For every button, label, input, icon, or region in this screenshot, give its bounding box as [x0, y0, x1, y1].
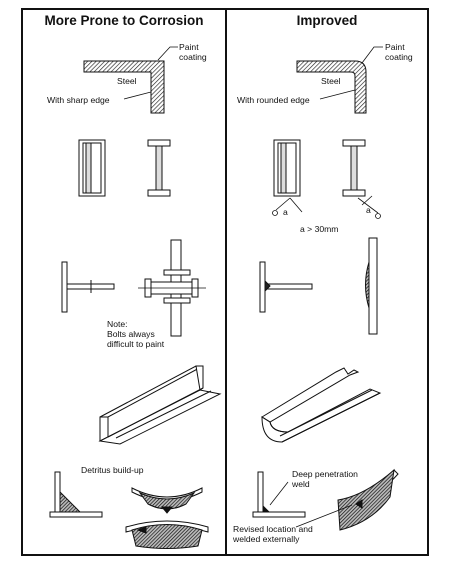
rounded-edge-figure	[296, 60, 367, 114]
steel-label-left: Steel	[117, 76, 137, 86]
sharp-edge-leaders	[123, 46, 178, 100]
rounded-edge-leaders	[319, 46, 383, 100]
bolt-note: Note: Bolts always difficult to paint	[107, 319, 165, 349]
paint-coating-label-right: Paint coating	[385, 42, 413, 62]
weld-leaders	[269, 481, 353, 528]
i-section-right	[342, 139, 366, 197]
sharp-edge-figure	[83, 60, 165, 114]
bolted-connection	[138, 239, 206, 337]
channel-section-left	[78, 139, 106, 197]
arc-weld-top-left	[131, 487, 203, 514]
l-weld-deep-penetration	[252, 471, 306, 518]
arc-weld-bottom-left	[125, 520, 209, 549]
tee-connection-right	[259, 261, 313, 313]
gap-dimension-label: a > 30mm	[300, 224, 339, 234]
sharp-edge-label: With sharp edge	[47, 95, 110, 105]
gap-symbol-left: a	[283, 207, 288, 217]
deep-penetration-weld-label: Deep penetration weld	[292, 469, 358, 489]
rounded-edge-label: With rounded edge	[237, 95, 310, 105]
revised-location-label: Revised location and welded externally	[233, 524, 313, 544]
steel-label-right: Steel	[321, 76, 341, 86]
detritus-label: Detritus build-up	[81, 465, 144, 475]
l-weld-detritus	[49, 471, 103, 518]
welded-connection	[365, 237, 378, 335]
right-column-header: Improved	[296, 13, 358, 28]
channel-section-right	[273, 139, 301, 197]
tee-connection-left	[61, 261, 115, 313]
arc-weld-right	[337, 468, 399, 531]
left-column-header: More Prone to Corrosion	[44, 13, 204, 28]
paint-coating-label-left: Paint coating	[179, 42, 207, 62]
i-section-left	[147, 139, 171, 197]
gap-dimension-markers	[272, 195, 381, 219]
gap-symbol-right: a	[366, 205, 371, 215]
angle-rounded	[261, 367, 382, 443]
angle-sharp	[98, 365, 222, 445]
